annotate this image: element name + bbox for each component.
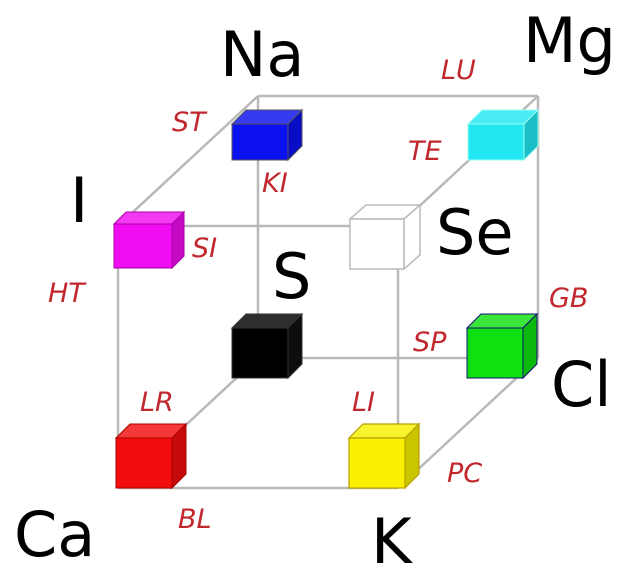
label-s: S <box>272 240 311 313</box>
edge-diag-top-left <box>117 95 259 227</box>
blue-cube <box>230 108 304 162</box>
edge-label-si: SI <box>192 233 217 264</box>
edge-label-pc: PC <box>447 458 482 489</box>
black-cube <box>230 312 304 380</box>
label-ca: Ca <box>14 498 95 569</box>
edge-label-sp: SP <box>413 327 447 358</box>
edge-label-gb: GB <box>549 283 588 314</box>
edge-label-ht: HT <box>48 278 87 309</box>
edge-label-li: LI <box>352 387 375 418</box>
edge-label-ki: KI <box>262 168 288 199</box>
edge-label-bl: BL <box>178 504 212 535</box>
cyan-cube <box>466 108 540 162</box>
edge-label-st: ST <box>172 107 208 138</box>
magenta-cube <box>112 210 186 270</box>
yellow-cube <box>347 422 421 490</box>
label-i: I <box>70 164 88 237</box>
white-cube <box>348 203 422 271</box>
label-cl: Cl <box>551 348 612 421</box>
label-k: K <box>371 505 413 569</box>
edge-label-lu: LU <box>441 55 476 86</box>
edge-label-te: TE <box>408 136 442 167</box>
edge-diag-bottom-right <box>397 357 539 489</box>
edge-label-lr: LR <box>140 387 174 418</box>
red-cube <box>114 422 188 490</box>
label-se: Se <box>436 196 514 269</box>
green-cube <box>465 312 539 380</box>
label-na: Na <box>220 18 304 91</box>
label-mg: Mg <box>523 4 616 77</box>
